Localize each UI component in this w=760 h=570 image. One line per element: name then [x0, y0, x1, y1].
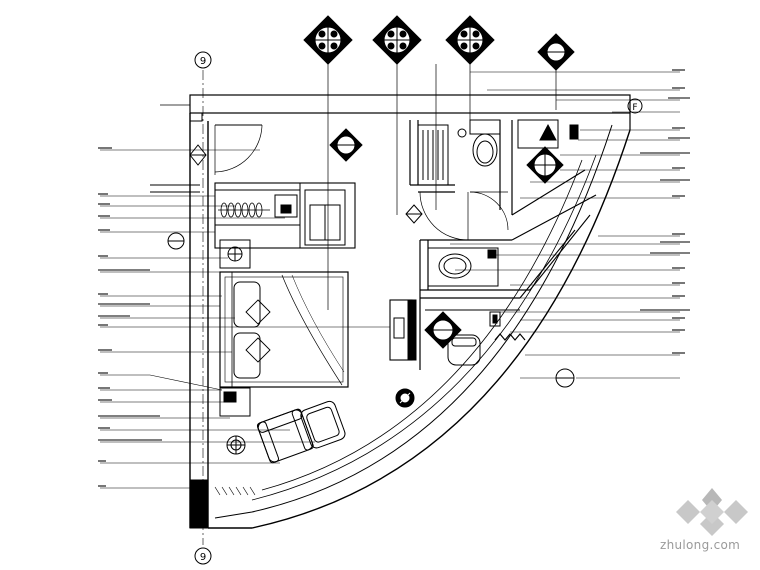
wardrobe: [214, 182, 356, 249]
right-annotation-leaders: [450, 71, 680, 379]
elevation-symbol-6: [526, 146, 564, 184]
grid-bubble-top: [194, 51, 212, 69]
bed-frame: [219, 271, 349, 388]
section-marker-center: [405, 204, 423, 224]
elevation-symbol-7: [424, 311, 462, 349]
floor-drain-symbol: [395, 388, 415, 408]
ottoman: [300, 400, 346, 449]
north-marker: F: [627, 98, 643, 114]
toilet: [457, 119, 501, 167]
section-marker-right: [520, 368, 575, 388]
grid-label-top: 9: [200, 56, 206, 67]
floor-lamp: [226, 435, 246, 455]
elevation-symbol-2: [372, 15, 422, 65]
washbasin-counter: [427, 247, 499, 287]
symbol-leaders: [327, 64, 557, 310]
tv-console: [389, 299, 417, 361]
grid-label-bottom: 9: [200, 552, 206, 563]
desk-area: [425, 309, 526, 366]
nightstand-top: [219, 239, 251, 269]
hanger-rail: [218, 202, 270, 218]
section-marker-left: [189, 144, 207, 166]
grid-bubble-bottom: [194, 547, 212, 565]
north-marker-label: F: [632, 103, 637, 113]
shower-grate: [417, 124, 449, 186]
facade-hatch: [214, 486, 256, 496]
grid-axis-9: 9 9: [194, 51, 212, 565]
elevation-symbol-5: [329, 128, 363, 162]
section-marker-left-2: [167, 232, 185, 250]
elevation-symbol-3: [445, 15, 495, 65]
elevation-symbol-4: [537, 33, 575, 71]
elevation-symbol-1: [303, 15, 353, 65]
left-annotation-leaders: [100, 149, 390, 489]
angled-walls: [511, 169, 597, 299]
watermark-logo-icon: [676, 488, 748, 536]
bath-fixture: [517, 119, 579, 149]
annotation-label-marks-right: [640, 69, 690, 354]
watermark-text: zhulong.com: [660, 538, 741, 552]
pillow-top: [233, 281, 261, 328]
bathroom-door: [419, 191, 509, 241]
exterior-walls: [150, 94, 631, 529]
lounge-chair: [256, 408, 314, 464]
top-wall: [189, 94, 631, 114]
pillow-bottom: [233, 332, 261, 379]
annotation-label-marks-left: [98, 147, 162, 487]
king-bed: [219, 271, 349, 388]
curved-facade: [208, 113, 631, 529]
